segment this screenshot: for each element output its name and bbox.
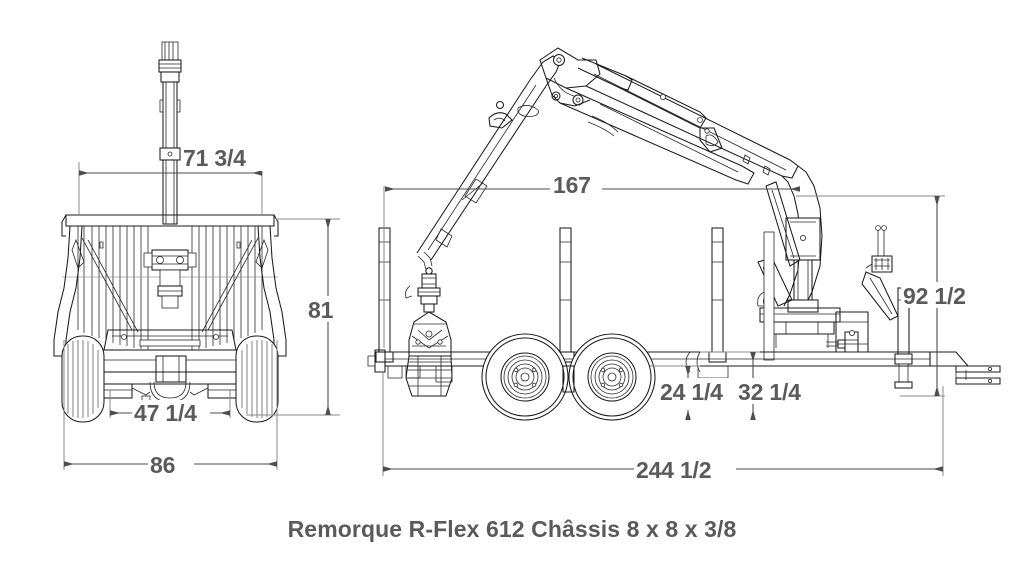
front-left-tire (61, 335, 105, 423)
dimension-side-deck-height: 24 1/4 (650, 365, 736, 420)
side-crane-boom (416, 47, 799, 261)
dimension-front-overall-width: 86 (63, 340, 278, 478)
drawing-title: Remorque R-Flex 612 Châssis 8 x 8 x 3/8 (288, 516, 737, 542)
side-drawbar-hitch (826, 331, 1001, 385)
side-elevation-view: 167 92 1/2 24 1/4 32 1/4 (367, 47, 1001, 483)
side-wheel-rear (568, 333, 656, 421)
side-tandem-wheels (481, 333, 656, 421)
side-wheel-front (481, 333, 569, 421)
dimension-label-side-crane-reach: 167 (553, 172, 591, 198)
dimension-front-track-width: 47 1/4 (109, 390, 231, 426)
side-control-stand (861, 225, 899, 321)
dimension-label-side-overall-length: 244 1/2 (636, 457, 711, 483)
dimension-side-overall-height: 92 1/2 (796, 195, 987, 397)
dimension-label-side-deck-height: 24 1/4 (660, 379, 723, 405)
side-hydraulic-tank (835, 311, 869, 353)
front-crane-pedestal (143, 249, 197, 309)
dimension-side-stake-height: 32 1/4 (700, 351, 814, 420)
dimension-label-side-overall-height: 92 1/2 (903, 283, 966, 309)
side-crane-column (757, 165, 841, 348)
dimension-label-front-width-upper: 71 3/4 (183, 145, 246, 171)
side-grapple (405, 251, 453, 397)
dimension-label-front-track-width: 47 1/4 (134, 400, 197, 426)
front-right-tire (235, 335, 279, 423)
dimension-side-crane-reach: 167 (383, 172, 800, 348)
dimension-side-overall-length: 244 1/2 (382, 372, 944, 483)
front-elevation-view: 71 3/4 81 47 1/4 86 (53, 41, 348, 478)
dimension-label-front-height: 81 (308, 297, 334, 323)
dimension-front-width-upper: 71 3/4 (78, 145, 269, 214)
dimension-label-side-stake-height: 32 1/4 (738, 379, 801, 405)
dimension-front-height: 81 (246, 218, 348, 416)
dimension-label-front-overall-width: 86 (150, 452, 175, 478)
front-crane-column (158, 41, 182, 225)
